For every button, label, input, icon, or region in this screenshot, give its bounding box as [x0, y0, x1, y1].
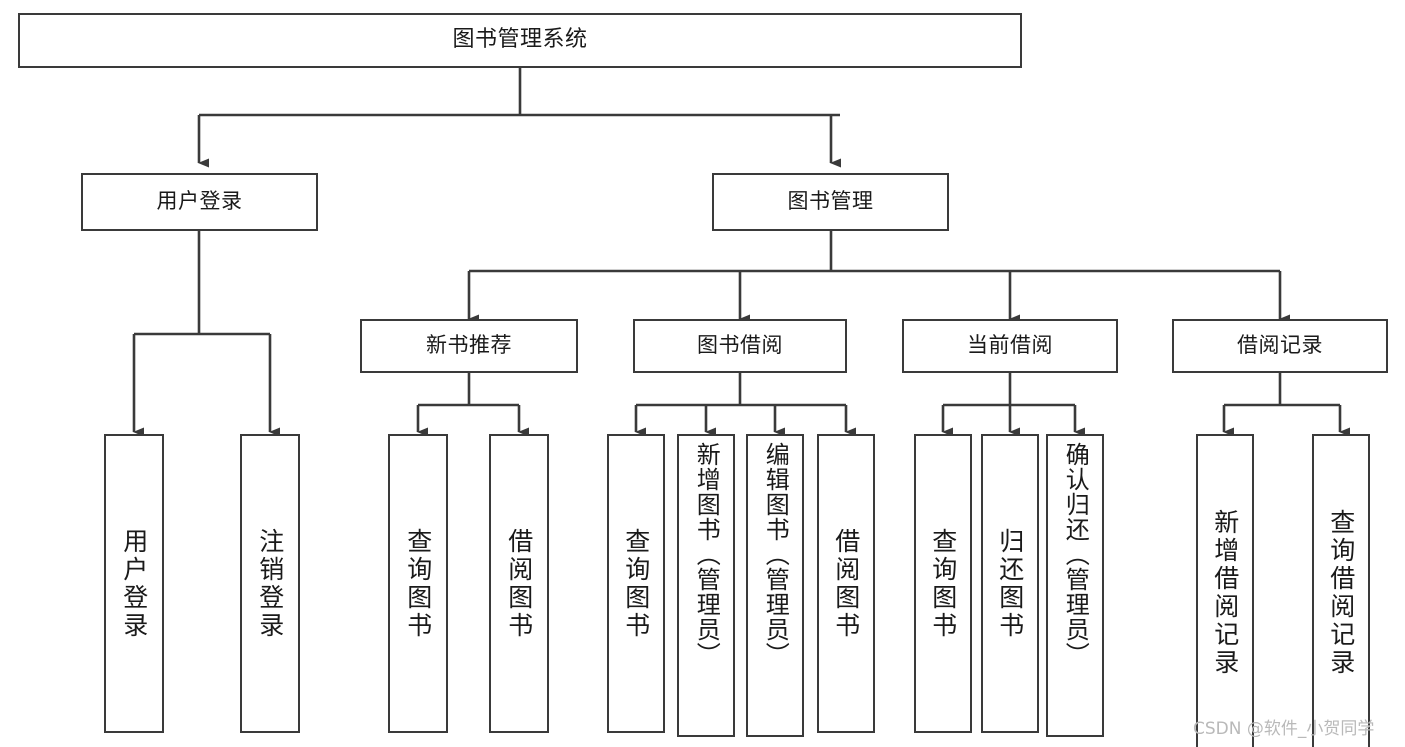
leaf-query-borrow-record[interactable]: 查询借阅记录	[1312, 434, 1370, 747]
leaf-borrow-book-2[interactable]: 借阅图书	[817, 434, 875, 733]
node-book-borrow[interactable]: 图书借阅	[633, 319, 847, 373]
node-label: 借阅图书	[504, 527, 534, 640]
leaf-return-book[interactable]: 归还图书	[981, 434, 1039, 733]
node-label: 确认归还（管理员）	[1061, 442, 1090, 667]
node-label: 查询图书	[403, 527, 433, 640]
leaf-query-book-1[interactable]: 查询图书	[388, 434, 448, 733]
node-label: 借阅记录	[1237, 333, 1323, 358]
leaf-confirm-return[interactable]: 确认归还（管理员）	[1046, 434, 1104, 737]
node-new-book-recommend[interactable]: 新书推荐	[360, 319, 578, 373]
node-label: 归还图书	[995, 527, 1025, 640]
node-label: 注销登录	[255, 527, 285, 640]
node-book-management[interactable]: 图书管理	[712, 173, 949, 231]
leaf-query-book-3[interactable]: 查询图书	[914, 434, 972, 733]
node-label: 图书管理	[787, 189, 874, 214]
node-borrow-record[interactable]: 借阅记录	[1172, 319, 1388, 373]
node-user-login[interactable]: 用户登录	[81, 173, 318, 231]
node-current-borrow[interactable]: 当前借阅	[902, 319, 1118, 373]
leaf-borrow-book-1[interactable]: 借阅图书	[489, 434, 549, 733]
node-label: 图书管理系统	[452, 27, 588, 53]
leaf-user-login[interactable]: 用户登录	[104, 434, 164, 733]
node-label: 新书推荐	[426, 333, 512, 358]
node-label: 新增借阅记录	[1210, 509, 1240, 677]
node-label: 查询图书	[928, 527, 958, 640]
node-root-system[interactable]: 图书管理系统	[18, 13, 1022, 68]
node-label: 编辑图书（管理员）	[761, 442, 790, 667]
leaf-edit-book[interactable]: 编辑图书（管理员）	[746, 434, 804, 737]
node-label: 用户登录	[156, 189, 243, 214]
node-label: 查询借阅记录	[1326, 509, 1356, 677]
node-label: 新增图书（管理员）	[692, 442, 721, 667]
node-label: 借阅图书	[831, 527, 861, 640]
node-label: 查询图书	[621, 527, 651, 640]
leaf-logout-login[interactable]: 注销登录	[240, 434, 300, 733]
node-label: 当前借阅	[967, 333, 1053, 358]
leaf-add-borrow-record[interactable]: 新增借阅记录	[1196, 434, 1254, 747]
node-label: 用户登录	[119, 527, 149, 640]
leaf-add-book[interactable]: 新增图书（管理员）	[677, 434, 735, 737]
node-label: 图书借阅	[697, 333, 783, 358]
leaf-query-book-2[interactable]: 查询图书	[607, 434, 665, 733]
watermark-text: CSDN @软件_小贺同学	[1193, 719, 1375, 739]
